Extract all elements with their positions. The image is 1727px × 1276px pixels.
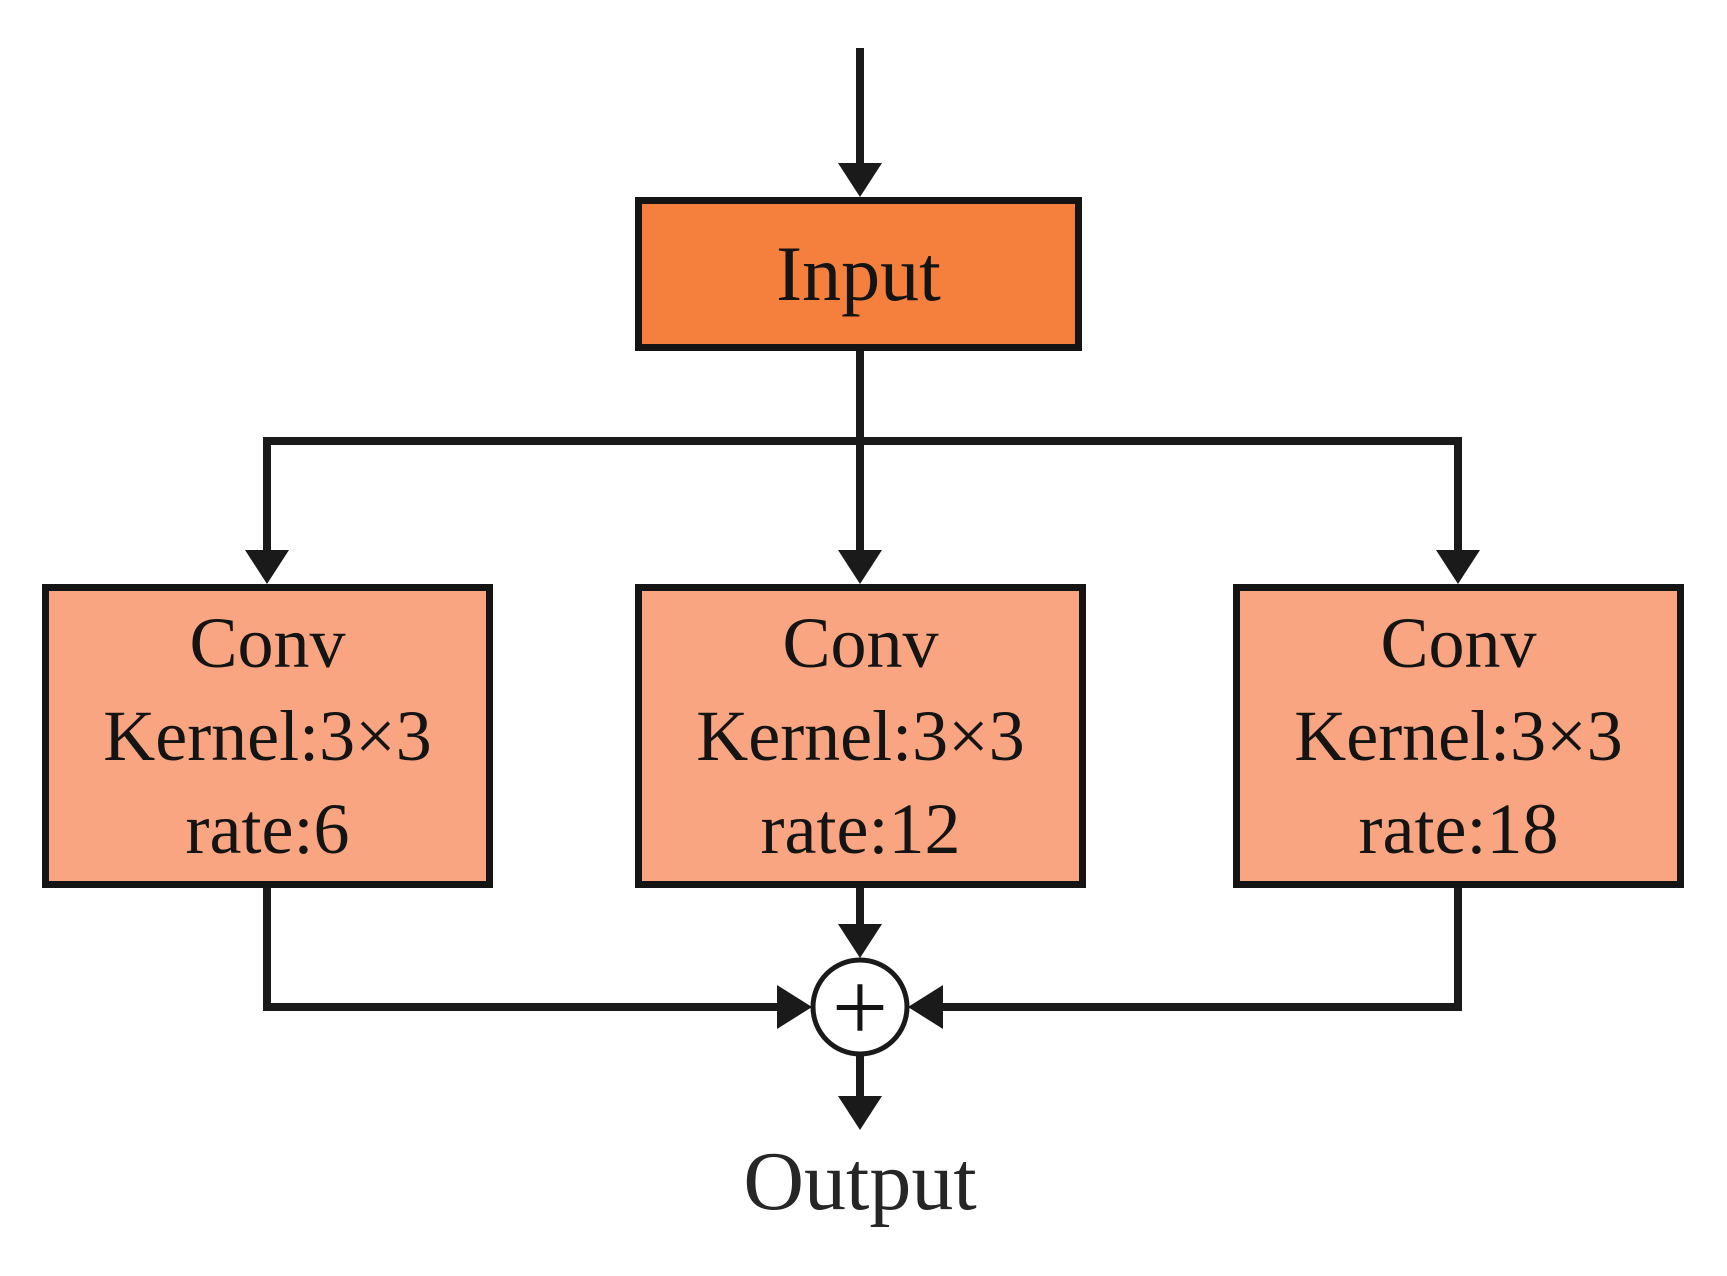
arrow-right-icon — [777, 985, 812, 1029]
conv-rate6-line3: rate:6 — [185, 788, 350, 869]
arrow-down-icon — [838, 550, 882, 584]
conv-rate12-line3: rate:12 — [760, 788, 961, 869]
output-label: Output — [743, 1135, 977, 1228]
plus-icon: + — [832, 952, 888, 1063]
conv-rate12-node: Conv Kernel:3×3 rate:12 — [635, 584, 1086, 888]
sum-circle — [810, 957, 910, 1057]
input-node-label: Input — [776, 230, 941, 317]
conv-rate6-node: Conv Kernel:3×3 rate:6 — [42, 584, 493, 888]
conv-rate18-line1: Conv — [1380, 602, 1537, 683]
connector-lines — [263, 48, 1462, 1102]
conv-rate6-line1: Conv — [189, 602, 346, 683]
conv-rate18-line2: Kernel:3×3 — [1294, 695, 1623, 776]
arrow-left-icon — [908, 985, 943, 1029]
arrow-down-icon — [838, 1096, 882, 1130]
arrow-down-icon — [245, 550, 289, 584]
arrow-down-icon — [1436, 550, 1480, 584]
conv-rate18-line3: rate:18 — [1358, 788, 1559, 869]
input-node: Input — [635, 197, 1082, 351]
arrowheads — [245, 163, 1480, 1130]
conv-rate12-line1: Conv — [782, 602, 939, 683]
conv-rate6-line2: Kernel:3×3 — [103, 695, 432, 776]
conv-rate12-line2: Kernel:3×3 — [696, 695, 1025, 776]
arrow-down-icon — [838, 924, 882, 958]
arrow-down-icon — [838, 163, 882, 197]
conv-rate18-node: Conv Kernel:3×3 rate:18 — [1233, 584, 1684, 888]
